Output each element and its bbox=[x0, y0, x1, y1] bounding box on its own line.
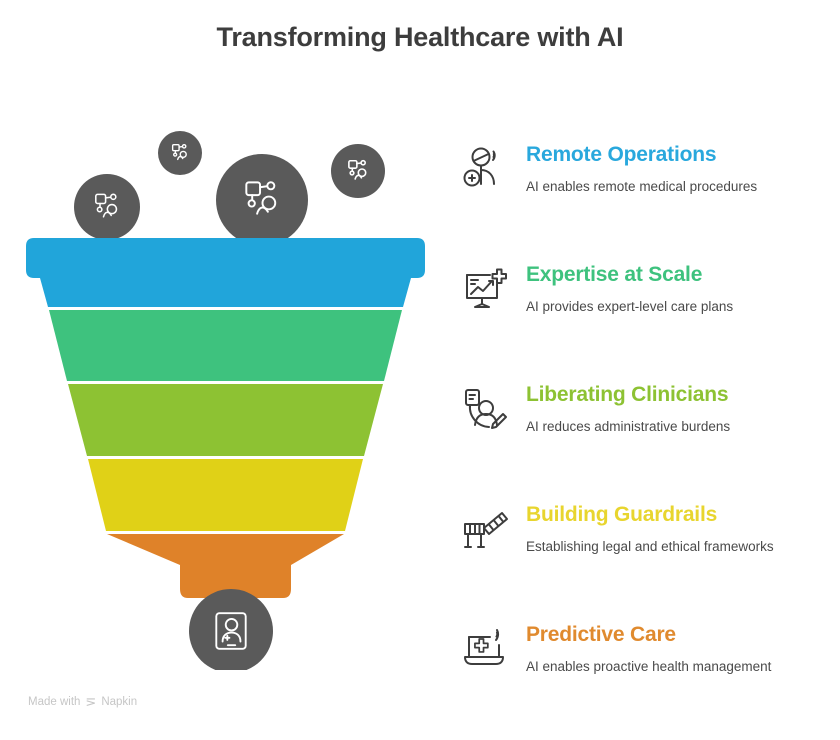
list-item-title: Remote Operations bbox=[526, 143, 717, 166]
feature-list: Remote Operations AI enables remote medi… bbox=[462, 140, 840, 740]
remote-doctor-wifi-icon bbox=[463, 147, 496, 187]
napkin-logo-icon: ⋝ bbox=[85, 694, 97, 709]
clinician-document-pen-icon bbox=[465, 389, 507, 429]
list-item-predictive-care[interactable]: Predictive Care AI enables proactive hea… bbox=[462, 620, 840, 740]
page-title: Transforming Healthcare with AI bbox=[216, 22, 624, 52]
funnel-band-expertise-at-scale bbox=[49, 310, 402, 381]
list-item-text: Remote Operations AI enables remote medi… bbox=[526, 140, 840, 196]
list-item-text: Liberating Clinicians AI reduces adminis… bbox=[526, 380, 840, 436]
funnel-band-predictive-care bbox=[107, 534, 344, 598]
funnel-band-liberating-clinicians bbox=[68, 384, 383, 456]
funnel-top-circle-3 bbox=[216, 154, 308, 246]
list-item-remote-operations[interactable]: Remote Operations AI enables remote medi… bbox=[462, 140, 840, 260]
funnel-band-remote-operations bbox=[26, 238, 425, 307]
funnel-diagram bbox=[0, 110, 455, 670]
funnel-top-circle-2 bbox=[158, 131, 202, 175]
list-item-liberating-clinicians[interactable]: Liberating Clinicians AI reduces adminis… bbox=[462, 380, 840, 500]
watermark-prefix: Made with bbox=[28, 696, 81, 708]
list-item-title: Predictive Care bbox=[526, 623, 676, 646]
robotic-surgery-icon bbox=[171, 143, 187, 161]
robotic-surgery-icon bbox=[245, 181, 277, 215]
list-item-text: Expertise at Scale AI provides expert-le… bbox=[526, 260, 840, 316]
list-item-description: AI provides expert-level care plans bbox=[526, 299, 734, 314]
funnel-band-building-guardrails bbox=[88, 459, 363, 531]
list-item-description: AI reduces administrative burdens bbox=[526, 419, 731, 434]
patient-record-icon bbox=[215, 612, 247, 650]
list-item-description: AI enables proactive health management bbox=[526, 659, 772, 674]
list-item-text: Building Guardrails Establishing legal a… bbox=[526, 500, 840, 556]
robotic-surgery-icon bbox=[95, 193, 118, 218]
list-item-building-guardrails[interactable]: Building Guardrails Establishing legal a… bbox=[462, 500, 840, 620]
funnel-graphic bbox=[26, 131, 425, 670]
list-item-title: Building Guardrails bbox=[526, 503, 718, 526]
guardrail-barrier-icon bbox=[464, 512, 508, 548]
list-item-title: Expertise at Scale bbox=[526, 263, 703, 286]
funnel-top-circle-1 bbox=[74, 174, 140, 240]
list-item-title: Liberating Clinicians bbox=[526, 383, 729, 406]
laptop-health-wifi-icon bbox=[464, 629, 504, 665]
napkin-watermark: Made with ⋝ Napkin bbox=[28, 694, 137, 710]
monitor-chart-plus-icon bbox=[466, 268, 507, 308]
funnel-bottom-circle bbox=[189, 589, 273, 670]
list-item-text: Predictive Care AI enables proactive hea… bbox=[526, 620, 840, 676]
list-item-description: Establishing legal and ethical framework… bbox=[526, 539, 774, 554]
watermark-brand: Napkin bbox=[101, 696, 138, 708]
list-item-description: AI enables remote medical procedures bbox=[526, 179, 758, 194]
list-item-expertise-at-scale[interactable]: Expertise at Scale AI provides expert-le… bbox=[462, 260, 840, 380]
robotic-surgery-icon bbox=[348, 159, 367, 180]
funnel-top-circle-4 bbox=[331, 144, 385, 198]
